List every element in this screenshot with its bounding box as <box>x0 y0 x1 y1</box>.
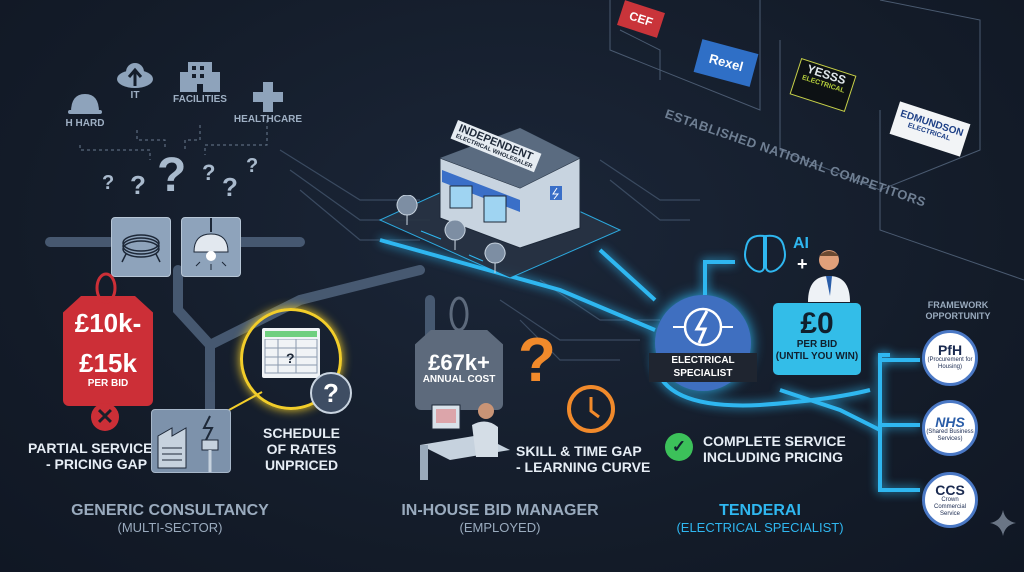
sector-hard-hat: H HARD <box>55 90 115 129</box>
lamp-tile <box>181 217 241 277</box>
location-pins <box>396 195 506 274</box>
cable-tile <box>111 217 171 277</box>
framework-nhs[interactable]: NHS(Shared Business Services) <box>922 400 978 456</box>
tenderai-column-title: TENDERAI(ELECTRICAL SPECIALIST) <box>676 502 844 535</box>
plus-icon: + <box>797 254 808 274</box>
factory-plug-icon <box>157 415 219 472</box>
expert-person-icon <box>808 250 850 302</box>
inhouse-column-title: IN-HOUSE BID MANAGER(EMPLOYED) <box>401 502 599 535</box>
question-mark-icon: ? <box>157 149 187 202</box>
inhouse-gap-label: SKILL & TIME GAP- LEARNING CURVE <box>516 443 651 475</box>
ai-label: AI <box>793 235 809 252</box>
consultancy-price-tag: £10k- £15k PER BID <box>63 296 153 406</box>
independent-wholesaler-shop: INDEPENDENT ELECTRICAL WHOLESALER <box>420 118 590 249</box>
tenderai-price-box: £0 PER BID (UNTIL YOU WIN) <box>773 303 861 375</box>
spreadsheet-icon: ? <box>262 328 320 378</box>
sparkle-icon <box>990 510 1016 536</box>
building-icon <box>180 62 220 92</box>
sector-facilities: FACILITIES <box>170 58 230 105</box>
inhouse-price-tag: £67k+ ANNUAL COST <box>415 330 503 410</box>
cable-icon <box>121 234 161 263</box>
schedule-of-rates-highlight <box>240 308 342 410</box>
factory-plug-tile <box>151 409 231 473</box>
brain-icon <box>744 234 786 273</box>
hard-hat-icon <box>68 94 102 114</box>
framework-pfh[interactable]: PfH(Procurement for Housing) <box>922 330 978 386</box>
sector-it: IT <box>110 62 160 101</box>
stopwatch-icon <box>567 385 615 433</box>
sector-healthcare: HEALTHCARE <box>228 82 308 125</box>
question-mark-icon: ? <box>202 160 216 185</box>
consultancy-column-title: GENERIC CONSULTANCY(MULTI-SECTOR) <box>71 502 269 535</box>
cloud-upload-icon <box>117 63 153 88</box>
question-circle-icon: ? <box>310 372 352 414</box>
medical-cross-icon <box>253 82 283 112</box>
svg-text:?: ? <box>286 350 295 366</box>
lamp-icon <box>193 218 229 270</box>
question-mark-icon: ? <box>130 170 146 200</box>
tag-loop-icon <box>449 296 469 332</box>
question-mark-icon: ? <box>102 172 115 194</box>
desk-worker-icon <box>420 403 510 480</box>
consultancy-gap-label: PARTIAL SERVICE- PRICING GAP <box>28 440 153 472</box>
question-mark-icon: ? <box>246 155 259 177</box>
tag-loop-icon <box>95 272 117 304</box>
lightning-icon <box>673 307 733 347</box>
cross-icon: ✕ <box>91 403 119 431</box>
orange-question-icon: ? <box>518 326 556 395</box>
question-mark-icon: ? <box>222 172 238 202</box>
check-icon: ✓ <box>665 433 693 461</box>
